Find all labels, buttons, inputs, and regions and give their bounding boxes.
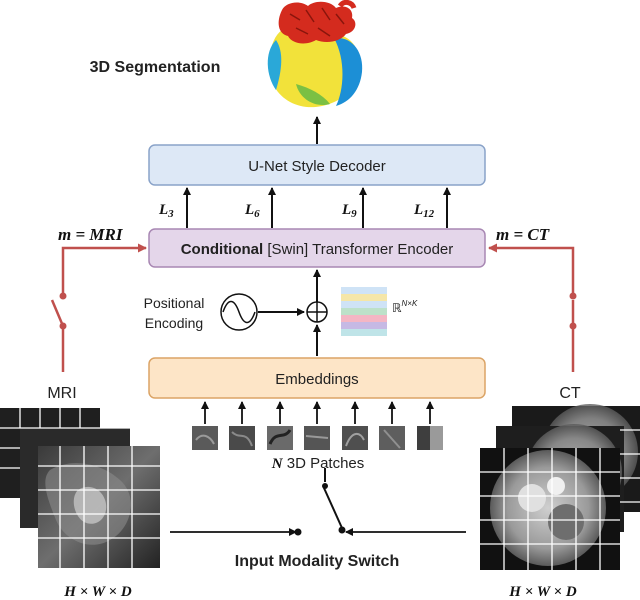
patch-arrows: [201, 401, 434, 424]
embeddings-block: Embeddings: [148, 357, 486, 399]
skip-connections: L3 L6 L9 L12: [158, 187, 451, 228]
condition-left: m = MRI: [58, 225, 124, 244]
output-title: 3D Segmentation: [90, 59, 221, 76]
sine-wave-icon: [220, 293, 258, 331]
encoder-block: Conditional [Swin] Transformer Encoder: [148, 228, 486, 268]
token-stack-icon: [341, 287, 387, 336]
patch-tile: [342, 426, 368, 450]
heart-segmentation-icon: [267, 0, 363, 108]
positional-label-line1: Positional: [144, 295, 205, 311]
encoder-label: Conditional [Swin] Transformer Encoder: [181, 241, 454, 258]
embeddings-label: Embeddings: [275, 371, 358, 388]
skip-label-l3: L3: [158, 202, 174, 220]
modality-switch-icon: [170, 468, 466, 536]
condition-wire-right: [488, 243, 577, 372]
condition-wire-left: [50, 243, 147, 372]
skip-label-l9: L9: [341, 202, 357, 220]
mri-volume-stack: [0, 408, 160, 568]
dims-right-label: H × W × D: [508, 584, 577, 600]
modality-right-label: CT: [559, 385, 581, 402]
switch-label: Input Modality Switch: [235, 553, 399, 570]
decoder-label: U-Net Style Decoder: [248, 158, 386, 175]
patches-label: N 3D Patches: [271, 455, 365, 472]
patch-tile: [229, 426, 255, 450]
skip-label-l6: L6: [244, 202, 260, 220]
ct-volume-stack: [480, 404, 640, 570]
dims-left-label: H × W × D: [63, 584, 132, 600]
positional-label-line2: Encoding: [145, 315, 203, 331]
patch-tile: [192, 426, 218, 450]
sum-operator-icon: [306, 301, 328, 323]
token-space-label: ℝN×K: [392, 299, 418, 315]
patch-tiles: [192, 426, 443, 450]
skip-label-l12: L12: [413, 202, 435, 220]
decoder-block: U-Net Style Decoder: [148, 144, 486, 186]
condition-right: m = CT: [496, 225, 550, 244]
modality-left-label: MRI: [47, 385, 76, 402]
